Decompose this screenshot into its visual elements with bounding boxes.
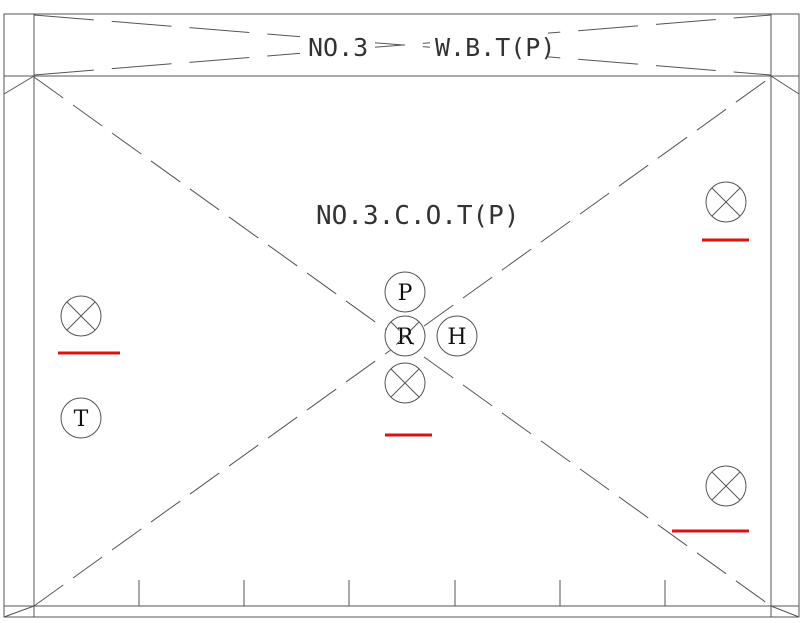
cot-tank-name: NO.3.C.O.T(P)	[316, 201, 520, 231]
circle-x-icon	[705, 465, 747, 507]
symbol-t: T	[60, 397, 102, 439]
wbt-tank-number: NO.3	[308, 33, 368, 62]
symbol-p-label: P	[398, 281, 413, 306]
symbol-t-label: T	[74, 407, 89, 432]
frame-ticks	[138, 580, 666, 606]
red-markers	[58, 238, 749, 533]
wbt-band: NO.3 W.B.T(P)	[33, 14, 772, 76]
wbt-tank-name: W.B.T(P)	[435, 33, 555, 62]
symbol-r-label: R	[397, 325, 415, 350]
circle-x-icon	[384, 362, 426, 404]
symbol-h: H	[436, 315, 478, 357]
symbol-h-label: H	[447, 325, 466, 350]
circle-x-icon	[60, 295, 102, 337]
symbol-r: R	[384, 315, 426, 357]
circle-x-icon	[705, 181, 747, 223]
frame	[3, 13, 800, 618]
symbol-p: P	[384, 271, 426, 313]
